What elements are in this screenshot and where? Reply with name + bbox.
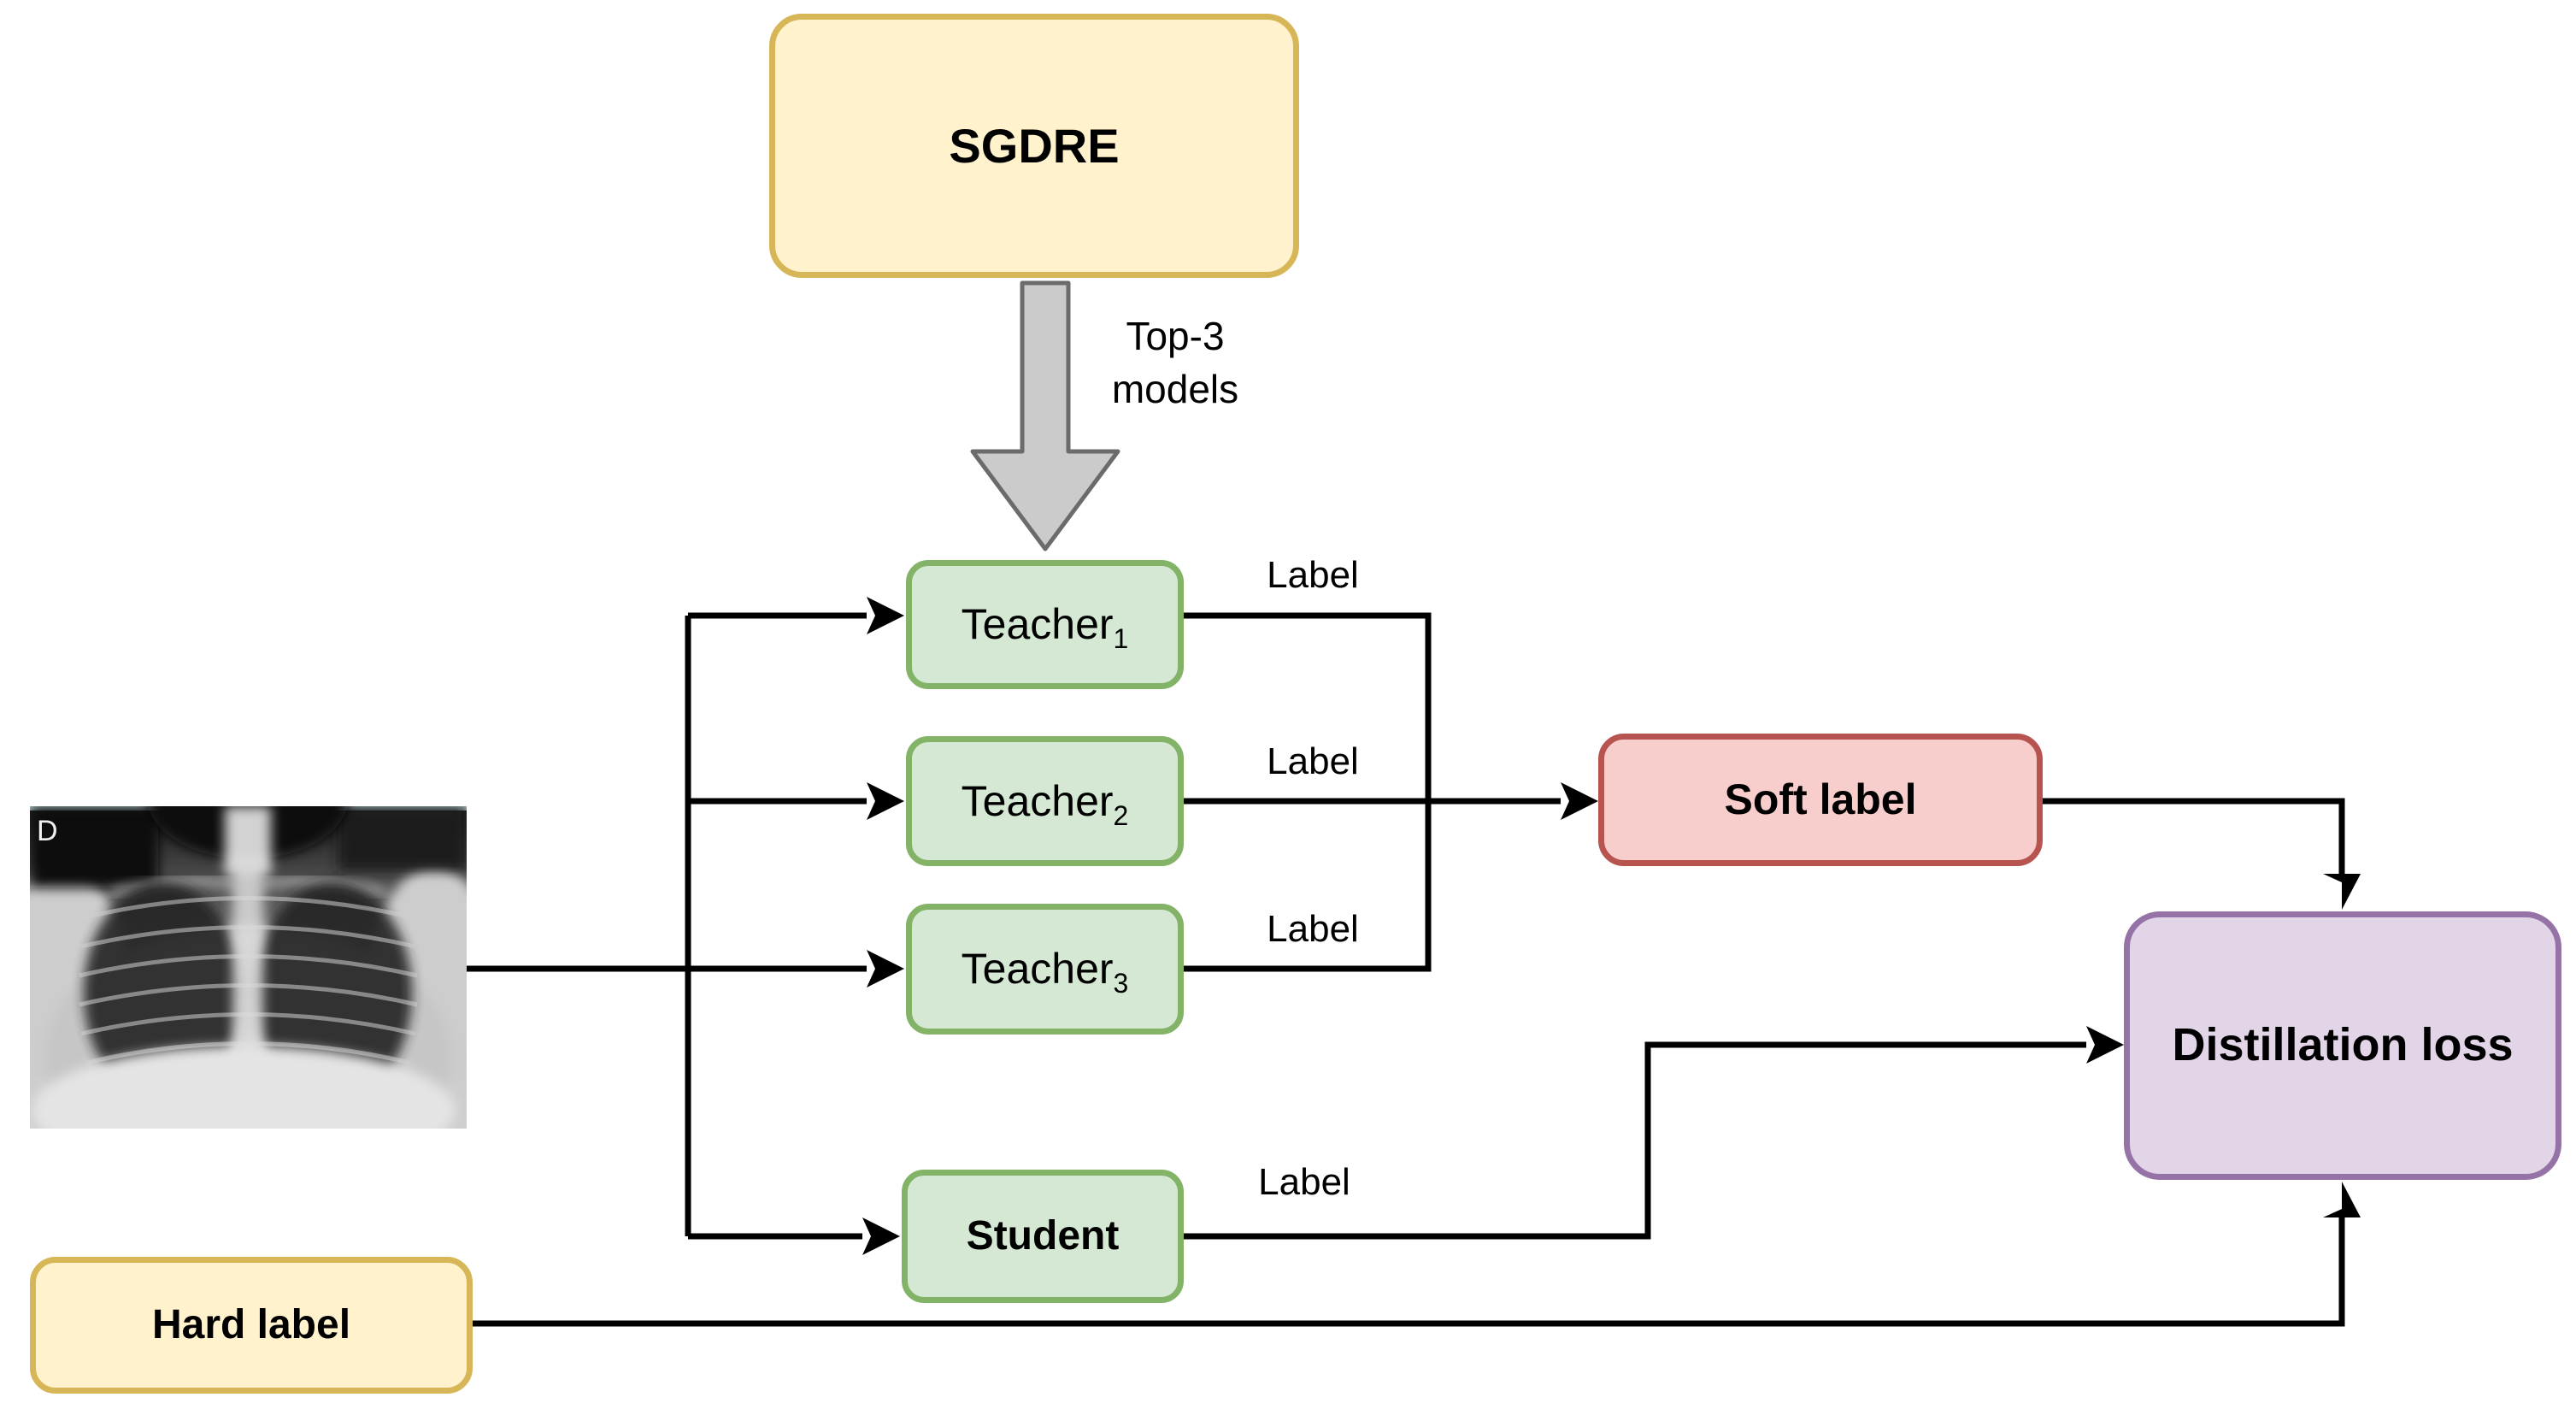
arrowhead-into-distloss-left — [2086, 1026, 2124, 1064]
arrowhead-into-teacher2 — [867, 782, 904, 820]
node-teacher1: Teacher1 — [906, 560, 1184, 689]
node-hard-label-text: Hard label — [151, 1301, 351, 1347]
arrowhead-into-teacher3 — [867, 950, 904, 987]
edge-hardlabel-to-distloss — [473, 1216, 2345, 1327]
arrowhead-into-teacher1 — [867, 597, 904, 634]
arrowhead-into-distloss-bottom — [2323, 1182, 2361, 1217]
node-hard-label: Hard label — [30, 1257, 473, 1394]
node-soft-label-text: Soft label — [1724, 775, 1917, 823]
chest-xray-image: D — [30, 806, 467, 1129]
edge-teacher3-to-junction — [1184, 801, 1432, 972]
node-distillation-loss: Distillation loss — [2124, 911, 2561, 1180]
edge-label-top3-models: Top-3 models — [1060, 310, 1291, 416]
node-teacher2-label: Teacher2 — [961, 776, 1129, 831]
node-teacher3-subscript: 3 — [1113, 968, 1129, 999]
edge-label-student-output: Label — [1258, 1161, 1350, 1203]
node-sgdre-label: SGDRE — [949, 118, 1120, 173]
node-student-label: Student — [966, 1212, 1120, 1259]
node-student: Student — [902, 1170, 1184, 1303]
node-distillation-loss-label: Distillation loss — [2172, 1019, 2514, 1071]
node-sgdre: SGDRE — [769, 14, 1299, 278]
arrowhead-into-distloss-top — [2323, 874, 2361, 910]
edge-student-to-distloss — [1184, 1041, 2086, 1240]
node-teacher3-label: Teacher3 — [961, 945, 1129, 999]
node-teacher2-subscript: 2 — [1113, 799, 1129, 831]
xray-corner-marker: D — [37, 815, 58, 847]
edge-label-teacher1-output: Label — [1267, 554, 1359, 596]
sgdre-top3-down-arrow-icon — [970, 280, 1120, 551]
edge-softlabel-to-distloss — [2043, 798, 2345, 875]
node-teacher3: Teacher3 — [906, 904, 1184, 1035]
node-teacher2: Teacher2 — [906, 736, 1184, 866]
edge-teacher1-to-junction — [1184, 612, 1432, 801]
node-soft-label: Soft label — [1598, 734, 2043, 866]
arrowhead-into-softlabel — [1561, 782, 1598, 820]
edge-label-top3-line2: models — [1111, 367, 1239, 412]
arrowhead-into-student — [862, 1217, 900, 1255]
edge-label-teacher2-output: Label — [1267, 740, 1359, 782]
edge-label-top3-line1: Top-3 — [1126, 314, 1225, 358]
node-teacher1-subscript: 1 — [1113, 623, 1129, 655]
node-teacher1-label: Teacher1 — [961, 600, 1129, 655]
xray-anatomy — [30, 806, 467, 1129]
edge-label-teacher3-output: Label — [1267, 908, 1359, 950]
